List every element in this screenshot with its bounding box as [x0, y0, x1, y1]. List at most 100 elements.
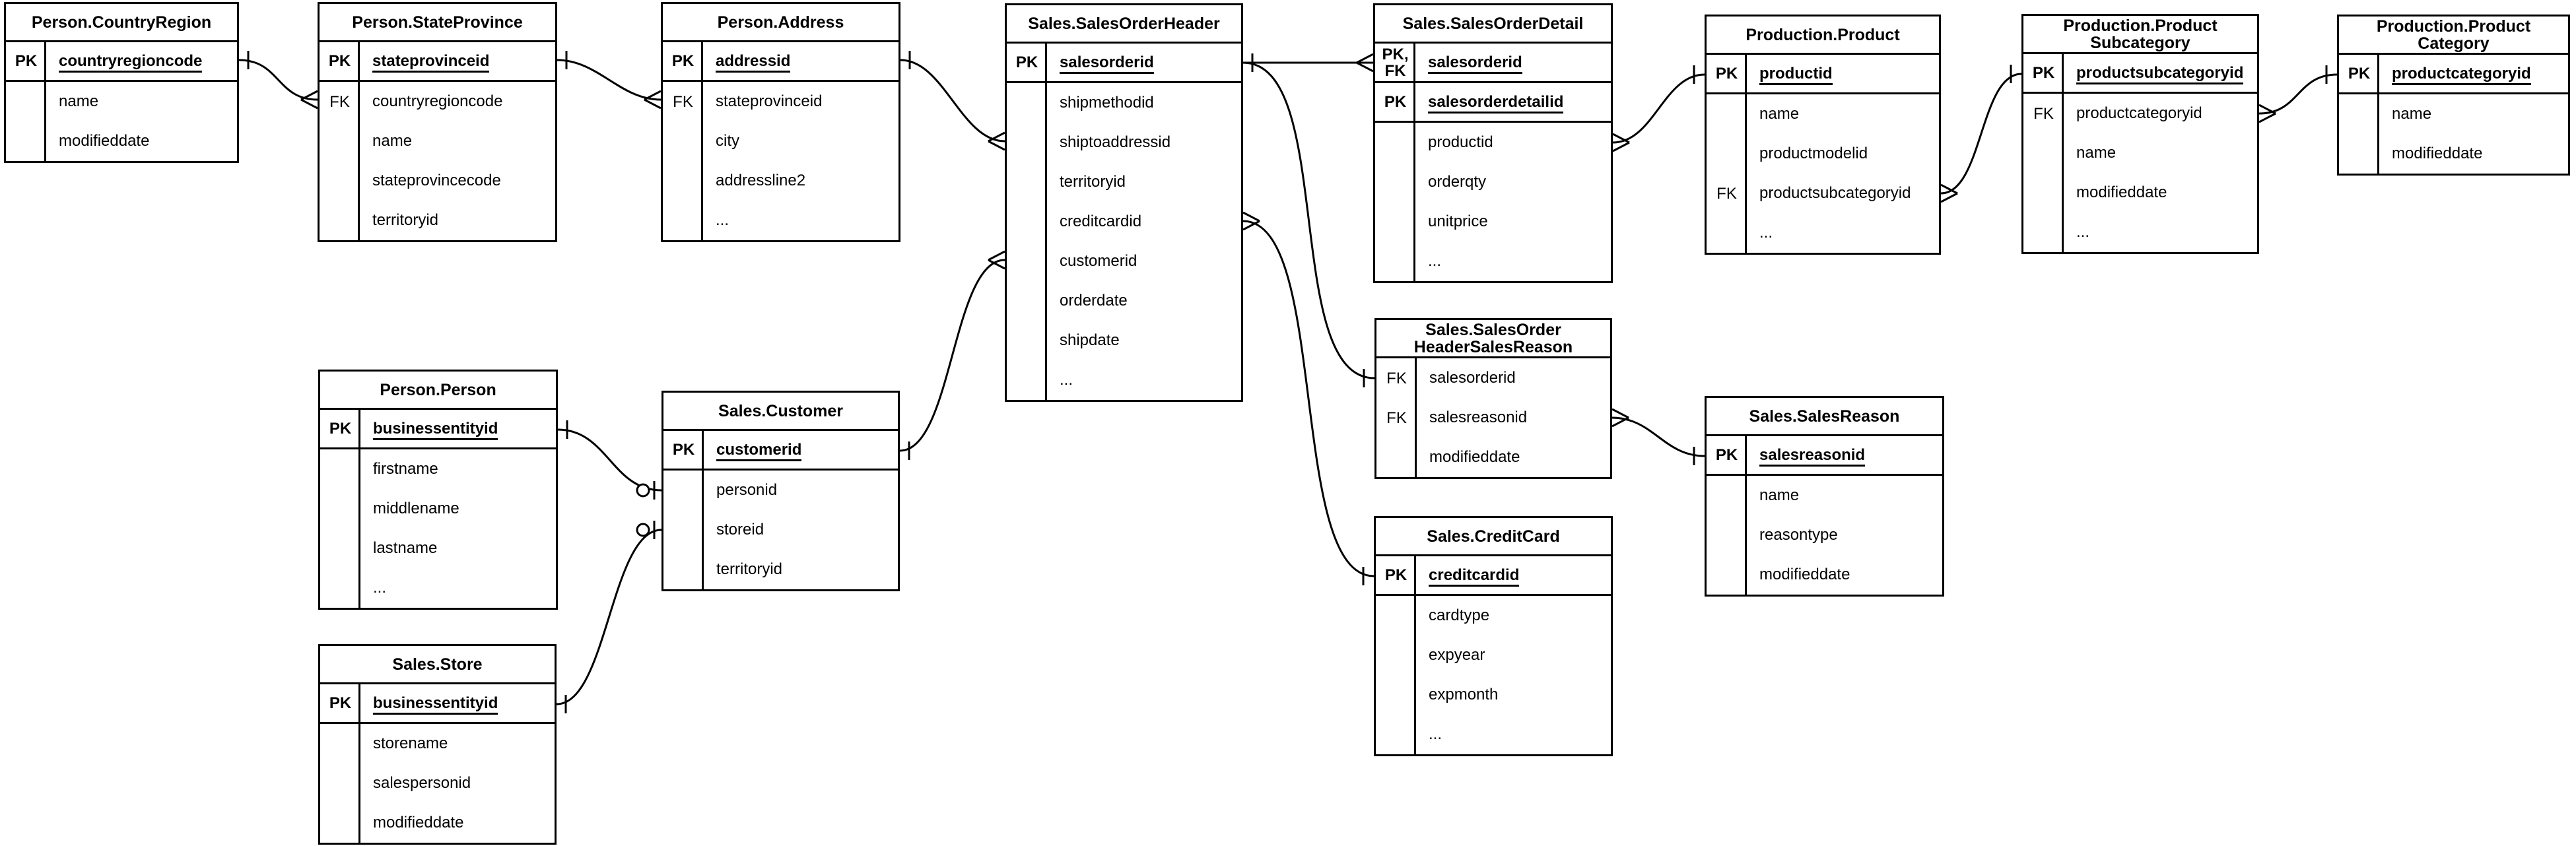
table-title: Production.Product Category: [2339, 16, 2568, 55]
column-name-text: ...: [373, 579, 387, 597]
table-row: middlename: [320, 489, 556, 529]
relationship-customer-salesorderheader[interactable]: [899, 250, 1005, 460]
column-divider: [1413, 44, 1415, 281]
key-label: FK: [1386, 408, 1407, 427]
column-name: shipdate: [1047, 331, 1241, 350]
relationship-salesorderheader-salesorderdetail[interactable]: [1243, 53, 1374, 73]
column-name-text: productid: [1759, 64, 1833, 85]
relationship-salesorderheader-creditcard[interactable]: [1242, 211, 1374, 585]
relationship-store-customer[interactable]: [556, 521, 662, 713]
key-label: FK: [2033, 104, 2054, 123]
column-name-text: countryregioncode: [59, 51, 203, 73]
relationship-salesorderheader-salesorderheadersalesreason[interactable]: [1242, 61, 1375, 387]
relationship-product-productsubcategory[interactable]: [1940, 65, 2022, 203]
key-label: PK: [1384, 93, 1407, 111]
column-name: stateprovinceid: [703, 92, 898, 111]
column-name-text: productid: [1428, 133, 1493, 151]
table-row: modifieddate: [320, 803, 555, 843]
column-divider: [1745, 55, 1747, 253]
table-row: expyear: [1376, 635, 1611, 675]
table-row: name: [2023, 133, 2257, 173]
column-name-text: ...: [1060, 371, 1073, 389]
column-name: name: [2064, 144, 2257, 162]
column-name: productcategoryid: [2379, 64, 2568, 85]
table-row: productid: [1375, 123, 1611, 162]
column-name: cardtype: [1416, 606, 1611, 625]
table-row: ...: [1375, 242, 1611, 281]
relationship-stateprovince-address[interactable]: [557, 51, 661, 110]
column-name-text: expmonth: [1429, 686, 1499, 703]
column-name-text: name: [2076, 144, 2117, 162]
relationship-countryregion-stateprovince[interactable]: [238, 51, 318, 110]
table-row: city: [663, 121, 898, 161]
column-name-text: name: [372, 132, 413, 150]
relationship-productsubcategory-productcategory[interactable]: [2258, 65, 2338, 123]
column-name: salesorderid: [1047, 53, 1241, 74]
table-row: ...: [2023, 212, 2257, 252]
table-title: Sales.SalesOrderHeader: [1007, 5, 1241, 44]
column-name: productcategoryid: [2064, 104, 2257, 123]
relationship-salesorderdetail-product[interactable]: [1612, 65, 1705, 152]
table-row: modifieddate: [2023, 173, 2257, 212]
column-name: firstname: [360, 460, 556, 478]
table-row: personid: [663, 471, 898, 510]
column-name: storename: [360, 734, 555, 753]
column-name: name: [2379, 105, 2568, 123]
table-row: lastname: [320, 529, 556, 568]
relationship-address-salesorderheader[interactable]: [900, 51, 1005, 151]
column-name-text: salesreasonid: [1429, 408, 1528, 426]
column-name: ...: [703, 211, 898, 230]
relationship-salesorderheadersalesreason-salesreason[interactable]: [1611, 408, 1705, 465]
key-label: PK: [15, 52, 38, 70]
table-title: Sales.Store: [320, 646, 555, 684]
column-name-text: modifieddate: [1429, 448, 1520, 466]
column-name: productsubcategoryid: [1747, 184, 1939, 203]
relationship-person-customer[interactable]: [557, 420, 662, 500]
table-row: name: [2339, 94, 2568, 134]
column-name: orderdate: [1047, 292, 1241, 310]
column-name-text: territoryid: [1060, 173, 1126, 191]
column-divider: [358, 684, 360, 843]
column-name-text: salesorderdetailid: [1428, 92, 1564, 114]
column-name-text: storeid: [716, 521, 764, 538]
column-name: creditcardid: [1047, 212, 1241, 231]
table-row: name: [320, 121, 555, 161]
key-label: PK: [329, 694, 352, 712]
key-label: PK: [671, 52, 695, 70]
column-name: salesorderid: [1417, 369, 1610, 387]
many-crowfoot-icon: [1940, 183, 1958, 203]
column-name: shiptoaddressid: [1047, 133, 1241, 152]
key-label: PK: [1715, 446, 1738, 464]
table-row: shipmethodid: [1007, 83, 1241, 123]
column-name: territoryid: [1047, 173, 1241, 191]
column-divider: [1415, 358, 1417, 477]
key-label: FK: [1716, 184, 1737, 203]
column-name: middlename: [360, 500, 556, 518]
column-name-text: productcategoryid: [2076, 104, 2202, 122]
table-row: modifieddate: [1376, 438, 1610, 477]
column-name-text: territoryid: [372, 211, 439, 229]
table-row: expmonth: [1376, 675, 1611, 715]
